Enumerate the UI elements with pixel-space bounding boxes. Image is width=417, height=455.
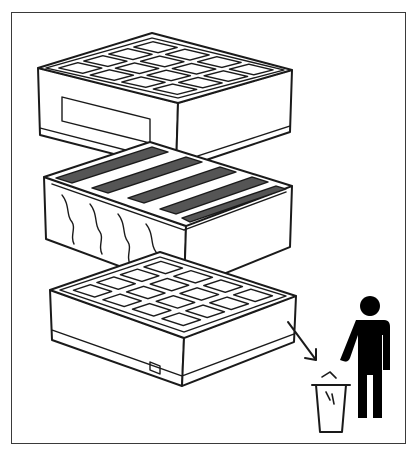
person-icon	[340, 296, 390, 418]
trash-bin-icon	[312, 372, 350, 432]
bottom-base-tray	[50, 252, 296, 386]
